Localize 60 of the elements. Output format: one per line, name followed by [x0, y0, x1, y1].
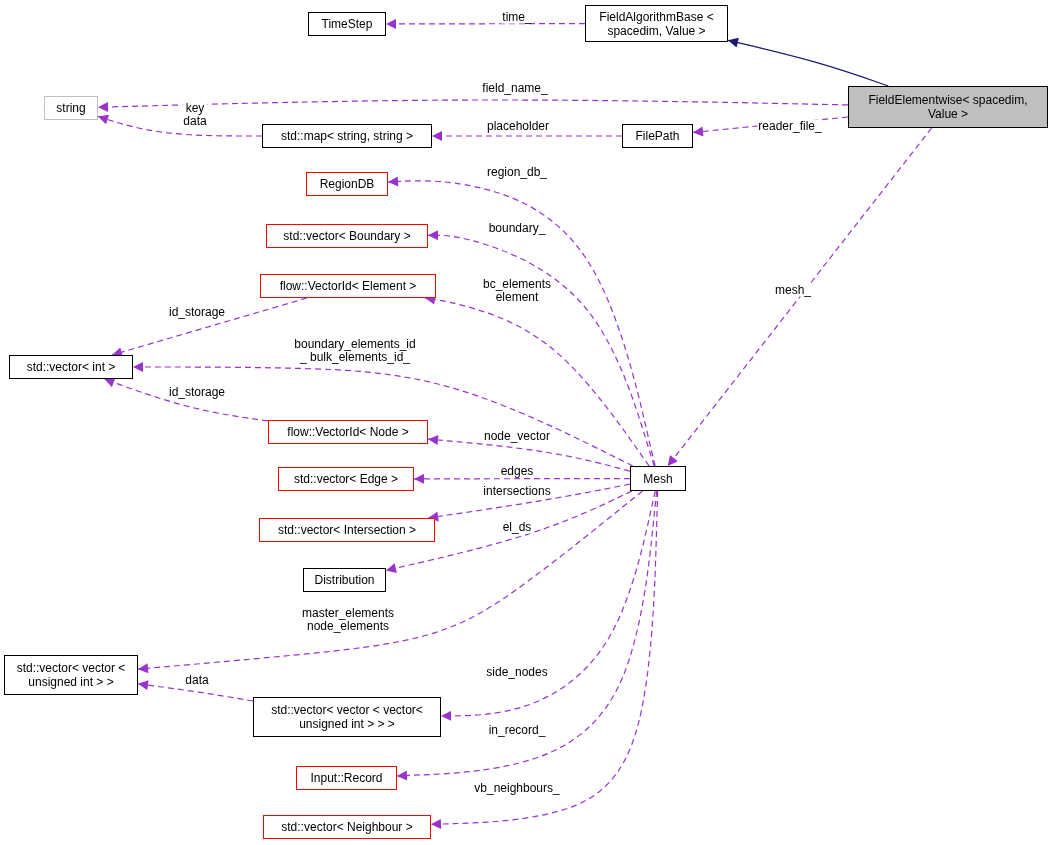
edge-label: region_db_ — [485, 165, 549, 179]
class-box: std::vector< Edge > — [278, 467, 414, 491]
class-box: TimeStep — [308, 12, 386, 36]
edge-label: time_ — [501, 10, 533, 24]
edge-label: bc_elements element — [482, 278, 552, 304]
dashed-arrow — [430, 490, 659, 830]
class-box: FieldAlgorithmBase < spacedim, Value > — [585, 5, 728, 42]
edge-label: boundary_ — [487, 221, 547, 235]
dashed-arrow — [132, 362, 634, 467]
edge-label: side_nodes — [485, 665, 549, 679]
dashed-arrow — [413, 473, 631, 484]
class-box: std::vector< Intersection > — [259, 518, 435, 542]
edge-label: id_storage — [168, 305, 226, 319]
class-box: std::vector< Boundary > — [266, 224, 428, 248]
class-box: Mesh — [630, 466, 686, 491]
dashed-arrow — [137, 490, 644, 674]
dashed-arrow — [427, 230, 655, 467]
dashed-arrow — [97, 114, 263, 137]
edge-label: id_storage — [168, 385, 226, 399]
edge-label: master_elements node_elements — [301, 607, 395, 633]
dashed-arrow — [385, 490, 633, 574]
edge-label: reader_file_ — [757, 119, 823, 133]
dashed-arrow — [427, 435, 631, 472]
dashed-arrow — [111, 297, 308, 357]
class-box: FieldElementwise< spacedim, Value > — [848, 86, 1048, 128]
edge-label: vb_neighbours_ — [473, 781, 561, 795]
edge-label: placeholder — [486, 119, 550, 133]
edge-label: field_name_ — [481, 81, 549, 95]
dashed-arrow — [387, 176, 656, 467]
dashed-arrow — [440, 490, 656, 721]
class-box: string — [44, 96, 98, 120]
dashed-arrow — [396, 490, 658, 781]
dashed-arrow — [103, 377, 269, 422]
class-box: RegionDB — [306, 172, 388, 196]
edge-label: key data — [182, 102, 208, 128]
dashed-arrow — [385, 18, 586, 29]
class-box: std::vector< int > — [9, 355, 133, 379]
edge-label: el_ds — [501, 520, 533, 534]
class-box: FilePath — [622, 124, 693, 148]
class-box: Input::Record — [296, 766, 397, 790]
dashed-arrow — [97, 99, 849, 112]
dashed-arrow — [431, 131, 623, 141]
arrow — [727, 37, 889, 87]
edge-label: data — [184, 673, 210, 687]
edge-label: edges — [499, 464, 535, 478]
dashed-arrow — [667, 127, 933, 467]
class-box: Distribution — [303, 568, 386, 592]
class-box: flow::VectorId< Element > — [260, 274, 436, 298]
edge-label: intersections — [482, 484, 552, 498]
class-box: flow::VectorId< Node > — [268, 420, 428, 444]
dashed-arrow — [137, 680, 254, 702]
edge-label: in_record_ — [487, 723, 547, 737]
class-box: std::vector< vector < unsigned int > > — [4, 655, 138, 695]
edge-label: mesh_ — [774, 283, 812, 297]
edge-label: node_vector — [483, 429, 551, 443]
edge-label: boundary_elements_id _ bulk_elements_id_ — [293, 338, 417, 364]
class-box: std::vector< Neighbour > — [263, 815, 431, 839]
class-box: std::vector< vector < vector< unsigned int > > > — [253, 697, 441, 737]
dashed-arrow — [427, 483, 631, 522]
class-box: std::map< string, string > — [262, 124, 432, 148]
